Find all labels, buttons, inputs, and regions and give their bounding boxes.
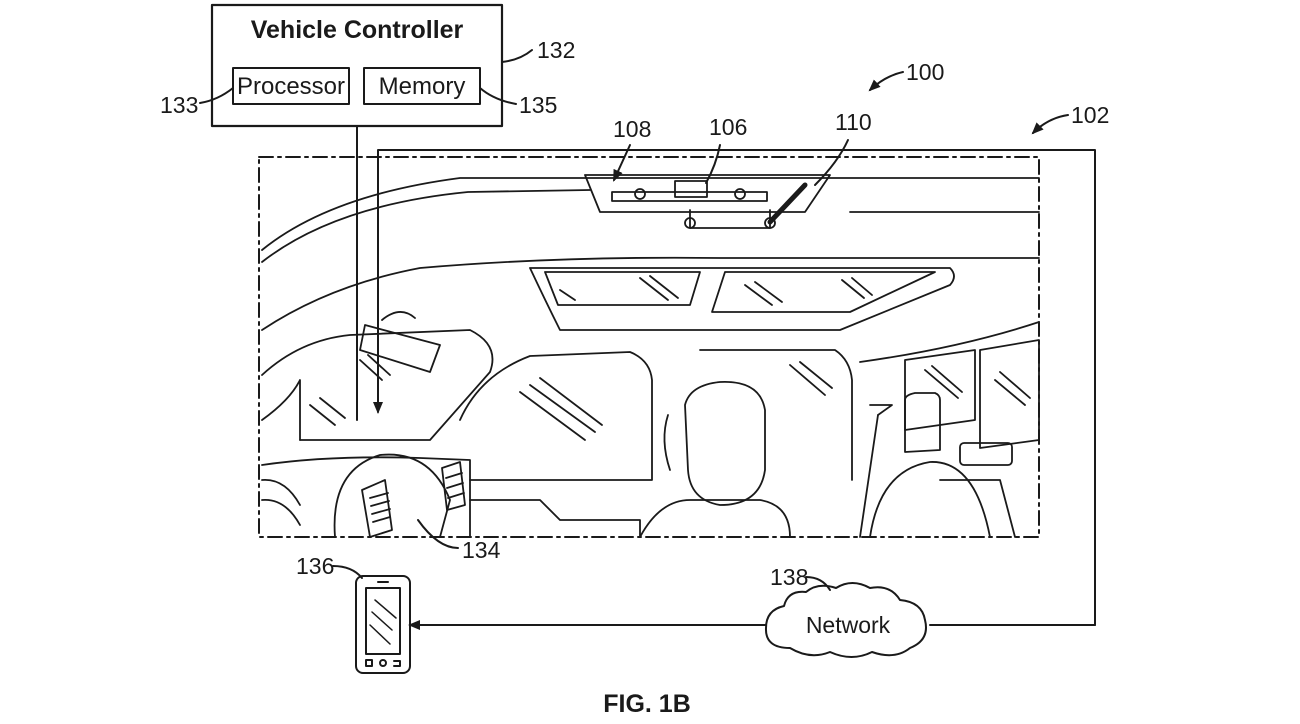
rear-side-window — [980, 340, 1039, 448]
mirror-mount — [382, 312, 415, 320]
reference-numerals: 132 133 135 100 102 108 106 110 134 136 … — [160, 37, 1109, 590]
ref-138: 138 — [770, 564, 808, 590]
rear-side-hatching — [995, 372, 1030, 405]
mobile-device-btn-home — [380, 660, 386, 666]
mobile-device-btn-back — [366, 660, 372, 666]
processor-label: Processor — [237, 73, 345, 100]
windshield-lower-left — [262, 380, 300, 440]
ref-134: 134 — [462, 537, 501, 563]
dash-top — [262, 457, 470, 537]
ref-108: 108 — [613, 116, 651, 142]
module-center-unit — [675, 181, 707, 197]
steering-wheel-rim — [335, 455, 450, 537]
headliner-rear — [860, 322, 1039, 362]
side-window-hatching — [520, 378, 602, 440]
vehicle-controller-title: Vehicle Controller — [251, 16, 464, 44]
screen-hatching — [370, 600, 396, 644]
sunroof-glass-rear — [712, 272, 935, 312]
mobile-device-body — [356, 576, 410, 673]
vehicle-controller-block: Vehicle Controller Processor Memory — [212, 5, 502, 126]
arrow-100 — [870, 72, 903, 90]
rear-headrest — [905, 393, 940, 452]
module-lamp-left — [635, 189, 645, 199]
seatbelt-anchor — [870, 405, 892, 415]
b-pillar-window — [700, 350, 852, 480]
network-label: Network — [806, 612, 891, 638]
sunroof-glass-front — [545, 272, 700, 305]
ref-136: 136 — [296, 553, 334, 579]
mobile-device-btn-menu — [394, 661, 400, 666]
leader-134 — [418, 520, 458, 548]
dashboard — [262, 455, 640, 537]
dash-left-detail — [262, 480, 300, 525]
ref-102: 102 — [1071, 102, 1109, 128]
rearview-mirror — [360, 312, 440, 372]
ref-106: 106 — [709, 114, 747, 140]
sunroof — [530, 268, 954, 330]
front-headrest — [685, 382, 765, 505]
rear-console — [940, 480, 1015, 537]
sunroof-frame — [530, 268, 954, 330]
module-lamp-right — [735, 189, 745, 199]
seatbelt-strap — [860, 415, 878, 537]
front-side-window — [460, 352, 652, 480]
leader-138 — [806, 577, 830, 590]
seats — [640, 382, 1015, 537]
leader-135 — [480, 88, 516, 104]
figure-caption: FIG. 1B — [603, 690, 691, 718]
ref-100: 100 — [906, 59, 944, 85]
front-seatback — [640, 500, 790, 537]
overhead-console-module — [585, 175, 830, 228]
ref-132: 132 — [537, 37, 575, 63]
air-vent-left — [362, 480, 392, 537]
network-cloud: Network — [766, 583, 926, 657]
leader-133 — [200, 88, 233, 103]
ref-110: 110 — [835, 109, 872, 135]
ref-133: 133 — [160, 92, 198, 118]
rear-seatback — [870, 462, 990, 537]
roof-edge-inner — [262, 190, 590, 262]
memory-label: Memory — [379, 73, 466, 100]
ref-135: 135 — [519, 92, 557, 118]
leader-136 — [333, 566, 362, 578]
center-console — [470, 500, 640, 537]
rear-window-hatching — [790, 362, 832, 395]
leader-132 — [502, 50, 532, 62]
mobile-device — [356, 576, 410, 673]
module-sensor-arm — [770, 185, 805, 222]
arrow-102 — [1033, 115, 1068, 133]
headrest-post — [664, 415, 670, 470]
